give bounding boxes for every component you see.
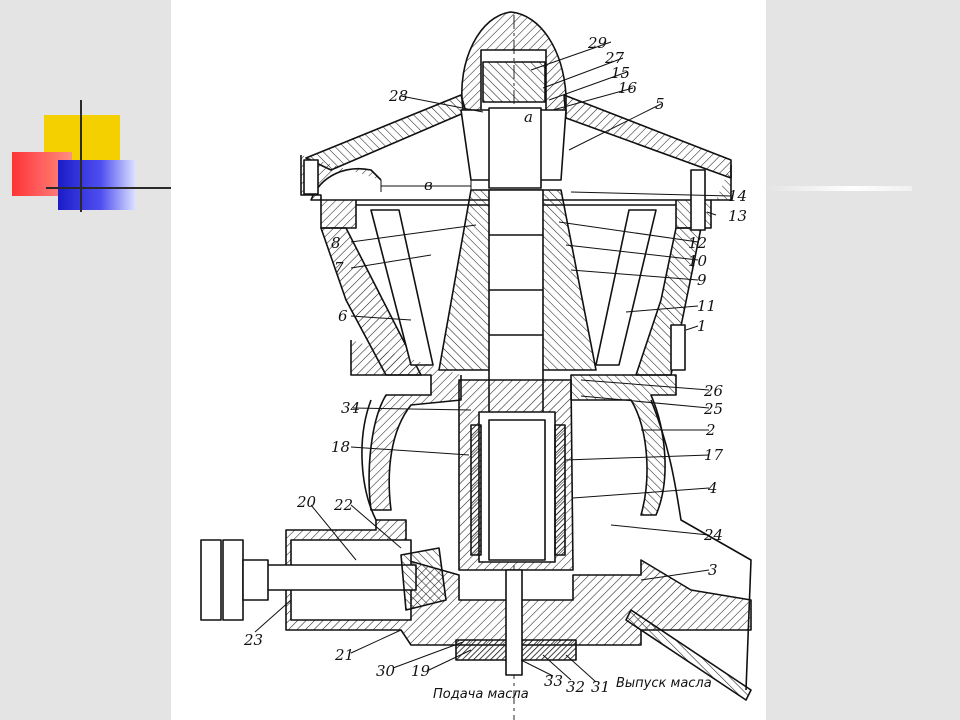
label-18: 18	[331, 438, 351, 456]
label-31: 31	[591, 678, 611, 696]
spider-right-arm	[563, 94, 732, 179]
label-26: 26	[704, 382, 724, 400]
label-28: 28	[389, 87, 409, 105]
bolt-left	[303, 159, 319, 195]
label-10: 10	[688, 252, 708, 270]
label-29: 29	[588, 34, 608, 52]
label-2: 2	[706, 421, 716, 439]
middle-frame-right	[570, 374, 677, 516]
concave-liner-right	[595, 209, 657, 366]
crusher-cross-section-drawing: 29 27 15 16 5 28 а в 14 13 12 10 9 11 1 …	[171, 0, 766, 720]
label-11: 11	[697, 297, 717, 315]
decor-blue-square	[58, 160, 136, 210]
caption-oil-outlet: Выпуск масла	[616, 676, 712, 691]
label-13: 13	[728, 207, 748, 225]
outer-body-left	[361, 399, 377, 521]
pulley-hub	[242, 559, 269, 601]
label-14: 14	[728, 187, 748, 205]
pinion-shaft	[265, 564, 417, 591]
label-27: 27	[605, 49, 625, 67]
leader-lines	[254, 41, 732, 683]
label-6: 6	[338, 307, 348, 325]
oil-outlet-chute	[625, 609, 752, 701]
label-1: 1	[697, 317, 707, 335]
label-25: 25	[704, 400, 724, 418]
label-b: в	[424, 176, 433, 194]
label-22: 22	[334, 496, 354, 514]
label-16: 16	[618, 79, 638, 97]
label-8: 8	[331, 234, 341, 252]
outer-body-right	[650, 399, 752, 691]
label-34: 34	[341, 399, 361, 417]
crusher-diagram	[200, 11, 752, 720]
label-23: 23	[244, 631, 264, 649]
label-15: 15	[611, 64, 631, 82]
label-a: а	[524, 108, 533, 126]
shaft-lower	[488, 419, 546, 561]
label-20: 20	[297, 493, 317, 511]
label-33: 33	[544, 672, 564, 690]
label-19: 19	[411, 662, 431, 680]
decor-vertical-line	[80, 100, 82, 212]
label-32: 32	[566, 678, 586, 696]
bushing-blocks	[470, 424, 566, 556]
oil-inlet-bolt	[505, 569, 523, 676]
label-3: 3	[708, 561, 718, 579]
label-7: 7	[334, 259, 344, 277]
label-4: 4	[708, 479, 718, 497]
caption-oil-supply: Подача масла	[433, 687, 529, 702]
main-shaft-upper	[488, 107, 542, 189]
pulley-coupling-b	[222, 539, 244, 621]
label-5: 5	[655, 95, 665, 113]
pulley-coupling-a	[200, 539, 222, 621]
concave-liner-left	[370, 209, 434, 366]
label-21: 21	[335, 646, 355, 664]
spider-left-arm	[305, 94, 467, 171]
decor-right-line	[766, 186, 912, 191]
label-12: 12	[688, 234, 708, 252]
label-17: 17	[704, 446, 724, 464]
bolt-14	[690, 169, 706, 231]
bevel-pinion	[400, 547, 447, 611]
decor-horizontal-line	[46, 187, 171, 189]
label-30: 30	[376, 662, 396, 680]
label-24: 24	[704, 526, 724, 544]
bolt-1	[670, 324, 686, 371]
label-9: 9	[697, 271, 707, 289]
